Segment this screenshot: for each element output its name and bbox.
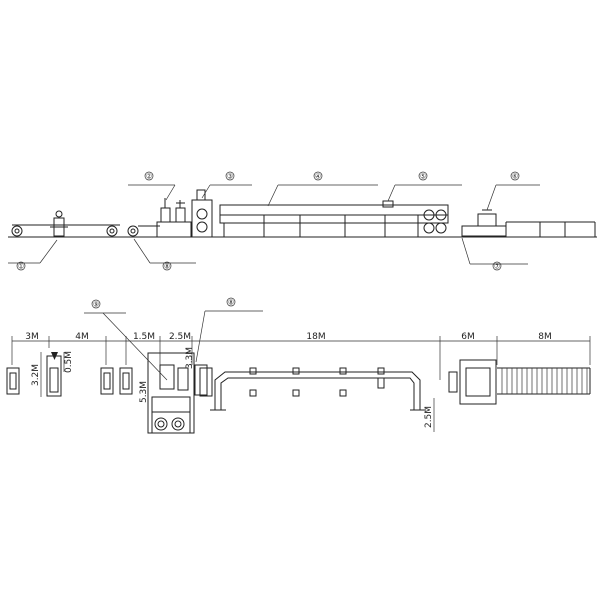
- uncoiler-unit: [11, 210, 120, 237]
- runout-slats: [501, 368, 588, 394]
- dimension-8m: 8M: [538, 332, 552, 342]
- callout-2: ②: [146, 173, 152, 181]
- dimension-2-5m-top: 2.5M: [169, 332, 191, 342]
- dimension-2-5m-side: 2.5M: [424, 406, 434, 428]
- welding-station: [191, 189, 213, 238]
- dimension-4m: 4M: [75, 332, 89, 342]
- dimension-3-3m: 3.3M: [185, 347, 195, 369]
- cutoff-and-runout: [461, 209, 596, 238]
- callout-1: ①: [18, 263, 24, 271]
- welding-block: [147, 352, 208, 434]
- dimension-6m: 6M: [461, 332, 475, 342]
- trough-plan: [199, 367, 426, 411]
- cooling-trough: [219, 200, 449, 237]
- callout-5: ⑤: [420, 173, 426, 181]
- elevation-view: ① ② ③ ④ ⑤ ⑥: [8, 171, 597, 271]
- callout-8-plan: ⑧: [228, 299, 234, 307]
- runout-plan: [448, 359, 591, 405]
- plan-view: 3M 4M 1.5M 2.5M 18M 6M 8M 3.2M 0.5M 5.3M…: [6, 297, 591, 434]
- callout-3: ③: [227, 173, 233, 181]
- dimension-3m: 3M: [25, 332, 39, 342]
- dimension-5-3m: 5.3M: [139, 381, 149, 403]
- plan-dimension-chain: 3M 4M 1.5M 2.5M 18M 6M 8M: [11, 332, 591, 380]
- dimension-0-5m: 0.5M: [64, 351, 74, 373]
- plan-callouts: ⑨ ⑧: [84, 297, 263, 381]
- elevation-callouts: ① ② ③ ④ ⑤ ⑥: [8, 171, 540, 271]
- callout-8-elevation: ⑧: [164, 263, 170, 271]
- dimension-3-2m: 3.2M: [31, 364, 41, 386]
- callout-4: ④: [315, 173, 321, 181]
- callout-9: ⑨: [93, 301, 99, 309]
- dimension-1-5m: 1.5M: [133, 332, 155, 342]
- dimension-18m: 18M: [306, 332, 325, 342]
- callout-6: ⑥: [512, 173, 518, 181]
- callout-7: ⑦: [494, 263, 500, 271]
- feed-table: [127, 225, 160, 237]
- vertical-dimensions: 3.2M 0.5M 5.3M 3.3M 2.5M: [31, 347, 435, 432]
- coil-carts: [6, 352, 133, 397]
- straightener-unit: [156, 198, 192, 238]
